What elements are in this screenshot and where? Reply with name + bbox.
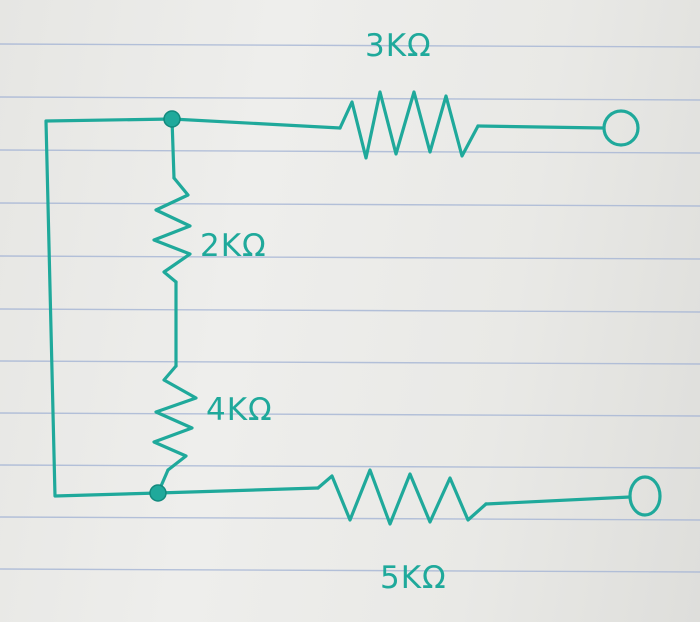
bottom-wire: [156, 486, 320, 495]
resistor-4k-label: 4KΩ: [206, 392, 273, 428]
top-wire: [170, 117, 342, 130]
resistor-2k-zigzag: [152, 176, 192, 284]
bottom-junction-node: [149, 484, 167, 502]
left-loop-wire: [44, 117, 174, 498]
resistor-4k-zigzag: [152, 364, 198, 472]
bottom-terminal: [628, 475, 662, 517]
resistor-5k-label: 5KΩ: [380, 560, 447, 596]
bottom-terminal-wire: [484, 495, 632, 506]
resistor-2k-label: 2KΩ: [200, 228, 267, 264]
top-terminal-wire: [476, 124, 605, 130]
resistor-3k-label: 3KΩ: [365, 28, 432, 64]
top-junction-node: [163, 110, 181, 128]
resistor-3k-zigzag: [338, 90, 480, 160]
branch-wire-top: [170, 117, 176, 180]
resistor-5k-zigzag: [316, 468, 488, 526]
ruled-lines: [0, 43, 700, 573]
top-terminal: [602, 109, 640, 147]
